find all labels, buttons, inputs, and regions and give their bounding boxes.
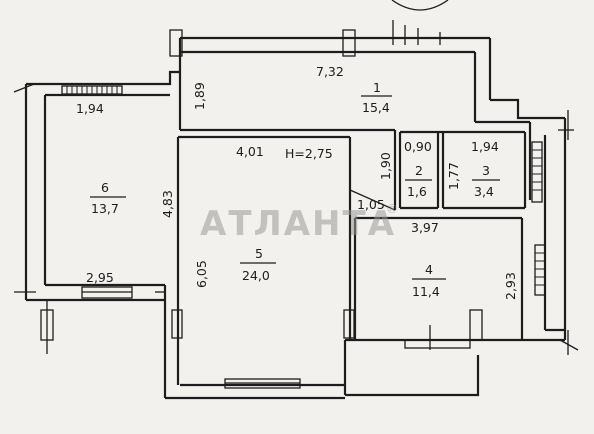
room-1-number: 1 [373,80,381,95]
room-1-label: 1 15,4 [361,80,392,115]
room-3-number: 3 [482,163,490,178]
ceiling-height: H=2,75 [285,146,333,161]
interior-walls [176,128,527,385]
room-3-area: 3,4 [474,184,494,199]
dim-1-94-bath: 1,94 [471,139,499,154]
dim-2-93: 2,93 [503,272,518,300]
balcony-window-bottom [81,286,133,299]
dim-1-77: 1,77 [446,162,461,190]
room-2-area-value: 1,6 [407,184,427,199]
room-2-number: 2 [415,163,423,178]
room-2-label: 2 3,4 1,6 [405,163,432,199]
room-6-area: 13,7 [91,201,119,216]
dim-4-01: 4,01 [236,144,264,159]
watermark: АТЛАНТА [200,204,396,244]
room-1-area: 15,4 [362,100,390,115]
balcony-window-top [61,85,123,95]
room-4-number: 4 [425,262,433,277]
dim-1-89: 1,89 [192,82,207,110]
room5-doors [171,309,483,341]
right-radiator-upper [531,141,543,203]
compass-arc [391,0,449,11]
dim-1-94-balcony: 1,94 [76,101,104,116]
dim-6-05: 6,05 [194,260,209,288]
room-5-area: 24,0 [242,268,270,283]
dim-1-05: 1,05 [357,197,385,212]
room-5-label: 5 24,0 [240,246,276,283]
room-3-label: 3 3,4 [472,163,500,199]
room-5-number: 5 [255,246,263,261]
room-6-number: 6 [101,180,109,195]
dim-3-97: 3,97 [411,220,439,235]
room-6-label: 6 13,7 [90,180,126,216]
balcony-post [40,300,54,354]
dim-2-95: 2,95 [86,270,114,285]
bottom-balcony-window [404,325,471,350]
dim-4-83: 4,83 [160,190,175,218]
dim-1-90: 1,90 [378,152,393,180]
dim-7-32: 7,32 [316,64,344,79]
dim-0-90: 0,90 [404,139,432,154]
right-radiator-lower [534,244,546,296]
balcony-walls [13,70,180,302]
watermark-registered: ® [386,202,398,216]
room-4-area: 11,4 [412,284,440,299]
top-wall-details [169,20,441,57]
room5-window [224,378,301,389]
room-4-label: 4 11,4 [412,262,446,299]
outer-walls [163,36,579,400]
